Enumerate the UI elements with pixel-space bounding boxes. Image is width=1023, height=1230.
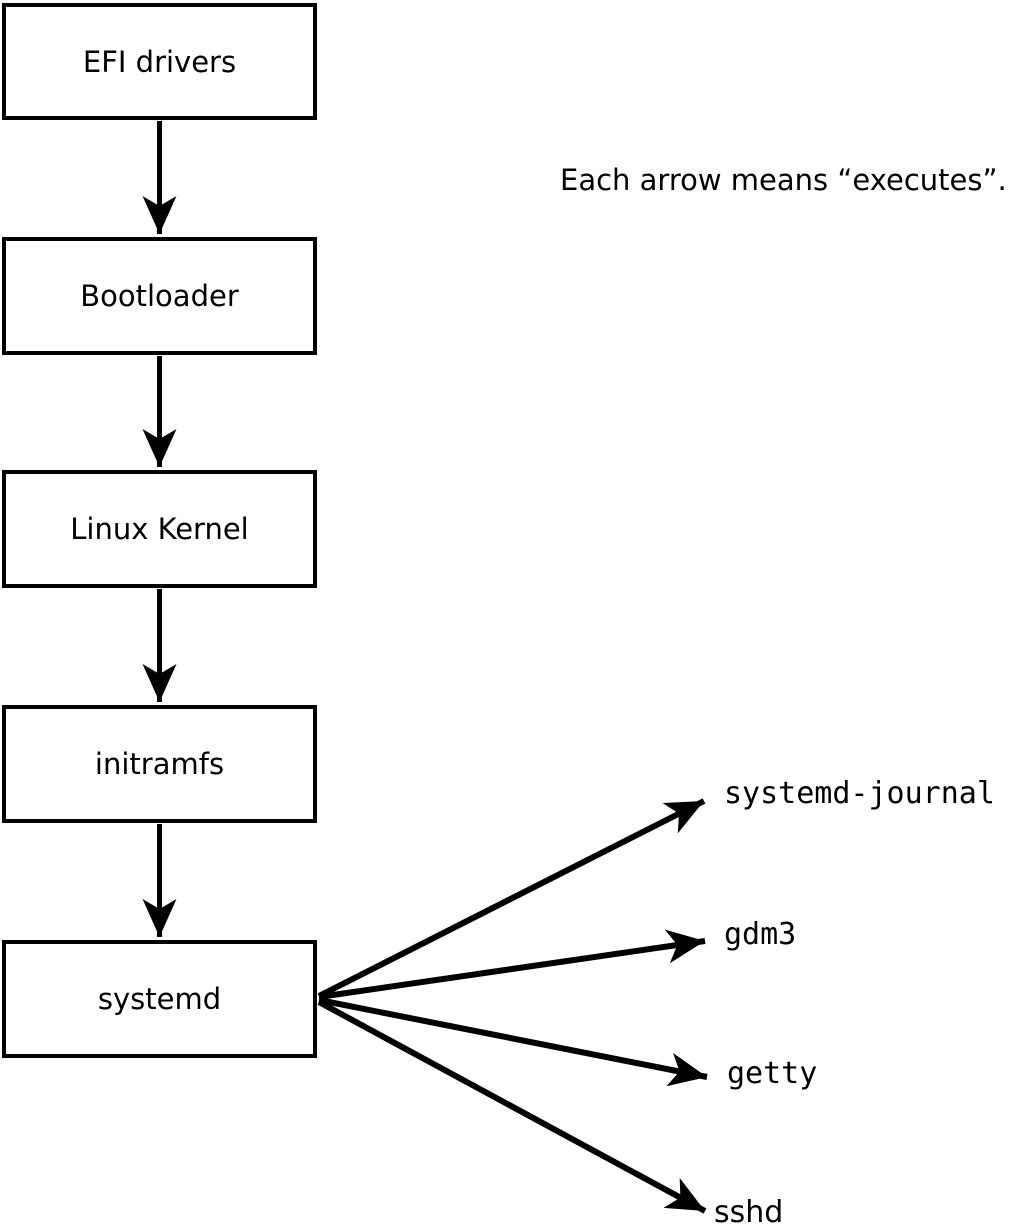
service-label-sshd: sshd: [714, 1195, 783, 1230]
node-linux-kernel: Linux Kernel: [2, 470, 317, 588]
node-box: [2, 470, 317, 588]
executes-arrow-systemd-to-getty: [318, 997, 708, 1087]
node-initramfs: initramfs: [2, 705, 317, 823]
node-label: Linux Kernel: [70, 512, 248, 546]
node-systemd: systemd: [2, 940, 317, 1058]
executes-arrow-systemd-to-journal: [317, 798, 706, 999]
node-label: initramfs: [95, 747, 224, 781]
executes-arrow-systemd-to-sshd: [317, 999, 707, 1214]
service-label-getty: getty: [727, 1056, 817, 1091]
node-label: Bootloader: [80, 279, 239, 313]
node-box: [2, 237, 317, 355]
executes-arrow-systemd-to-gdm3: [318, 929, 706, 1000]
service-label-gdm3: gdm3: [724, 917, 796, 952]
node-box: [2, 3, 317, 120]
annotation-arrow-meaning: Each arrow means “executes”.: [560, 163, 1007, 197]
node-label: EFI drivers: [83, 45, 236, 79]
node-bootloader: Bootloader: [2, 237, 317, 355]
node-box: [2, 705, 317, 823]
service-label-systemd-journal: systemd-journal: [724, 776, 995, 811]
node-efi-drivers: EFI drivers: [2, 3, 317, 120]
node-label: systemd: [98, 982, 221, 1016]
node-box: [2, 940, 317, 1058]
